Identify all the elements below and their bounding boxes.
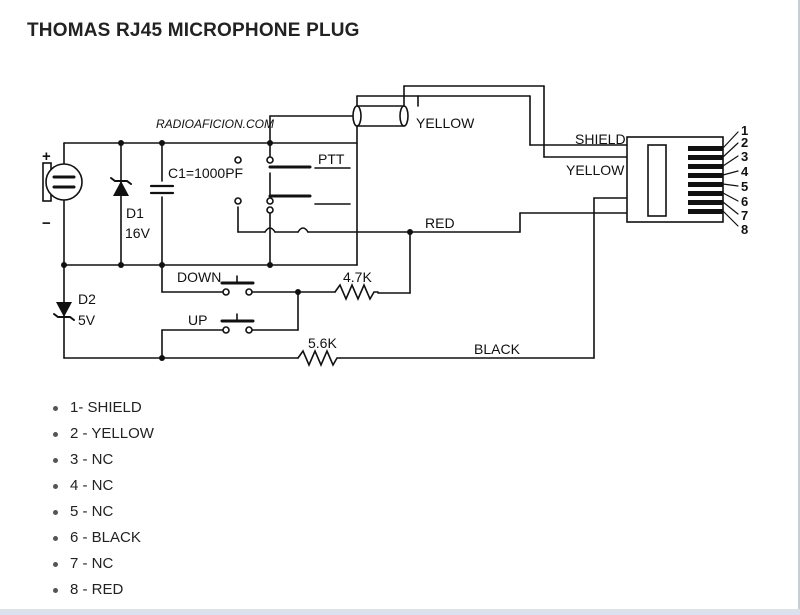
yellow-wire-label: YELLOW	[566, 162, 625, 178]
circuit-wires	[63, 85, 628, 359]
r1-resistor	[334, 282, 379, 302]
list-item: 1- SHIELD	[53, 395, 154, 421]
minus-label: −	[42, 215, 51, 232]
schematic-diagram: + − D1 16V C1=1000PF RADIOAFICION.COM PT…	[42, 85, 749, 368]
bullet-icon	[53, 510, 58, 515]
black-label: BLACK	[474, 341, 521, 357]
pinout-item-label: 5 - NC	[70, 503, 114, 520]
microphone-capsule	[42, 162, 83, 202]
r2-resistor	[297, 348, 341, 368]
pinout-item-label: 3 - NC	[70, 451, 114, 468]
coax-cable	[352, 105, 409, 127]
list-item: 3 - NC	[53, 447, 154, 473]
shield-label: SHIELD	[575, 131, 626, 147]
bullet-icon	[53, 432, 58, 437]
ptt-switch	[234, 156, 312, 214]
ptt-label: PTT	[318, 151, 345, 167]
rj45-pin-numbers: 1 2 3 4 5 6 7 8	[741, 123, 749, 237]
bullet-icon	[53, 406, 58, 411]
bottom-scroll-bar	[0, 609, 800, 615]
d2-zener-diode	[53, 302, 75, 321]
red-label: RED	[425, 215, 455, 231]
d2-label: D2	[78, 291, 96, 307]
pin-number-8: 8	[741, 222, 748, 237]
d2-value-label: 5V	[78, 312, 96, 328]
down-switch	[220, 275, 255, 296]
pinout-item-label: 6 - BLACK	[70, 529, 141, 546]
pinout-item-label: 1- SHIELD	[70, 399, 142, 416]
pinout-item-label: 2 - YELLOW	[70, 425, 154, 442]
page-title: THOMAS RJ45 MICROPHONE PLUG	[27, 20, 360, 41]
d1-label: D1	[126, 205, 144, 221]
pin-number-3: 3	[741, 149, 748, 164]
rj45-pin-bars	[688, 146, 723, 214]
pin-number-7: 7	[741, 208, 748, 223]
up-label: UP	[188, 312, 207, 328]
r1-label: 4.7K	[343, 269, 372, 285]
d1-value-label: 16V	[125, 225, 151, 241]
list-item: 4 - NC	[53, 473, 154, 499]
yellow-cable-label: YELLOW	[416, 115, 475, 131]
rj45-pin-leaders	[722, 131, 739, 227]
page-frame	[798, 0, 800, 615]
pinout-item-label: 8 - RED	[70, 581, 124, 598]
list-item: 7 - NC	[53, 551, 154, 577]
list-item: 6 - BLACK	[53, 525, 154, 551]
list-item: 2 - YELLOW	[53, 421, 154, 447]
list-item: 8 - RED	[53, 577, 154, 603]
rj45-connector	[626, 136, 724, 223]
pin-number-2: 2	[741, 135, 748, 150]
c1-capacitor	[149, 184, 175, 195]
pinout-list: 1- SHIELD 2 - YELLOW 3 - NC 4 - NC 5 - N…	[53, 395, 154, 603]
pin-number-6: 6	[741, 194, 748, 209]
bullet-icon	[53, 484, 58, 489]
plus-label: +	[42, 148, 51, 165]
junction-dots	[61, 140, 413, 361]
down-label: DOWN	[177, 269, 221, 285]
up-switch	[220, 313, 255, 334]
d1-zener-diode	[110, 177, 132, 196]
bullet-icon	[53, 562, 58, 567]
bullet-icon	[53, 458, 58, 463]
bullet-icon	[53, 536, 58, 541]
pin-number-1: 1	[741, 123, 748, 138]
bullet-icon	[53, 588, 58, 593]
list-item: 5 - NC	[53, 499, 154, 525]
pinout-item-label: 7 - NC	[70, 555, 114, 572]
website-label: RADIOAFICION.COM	[156, 117, 274, 131]
pinout-item-label: 4 - NC	[70, 477, 114, 494]
c1-label: C1=1000PF	[168, 165, 243, 181]
pin-number-5: 5	[741, 179, 748, 194]
r2-label: 5.6K	[308, 335, 337, 351]
pin-number-4: 4	[741, 164, 749, 179]
